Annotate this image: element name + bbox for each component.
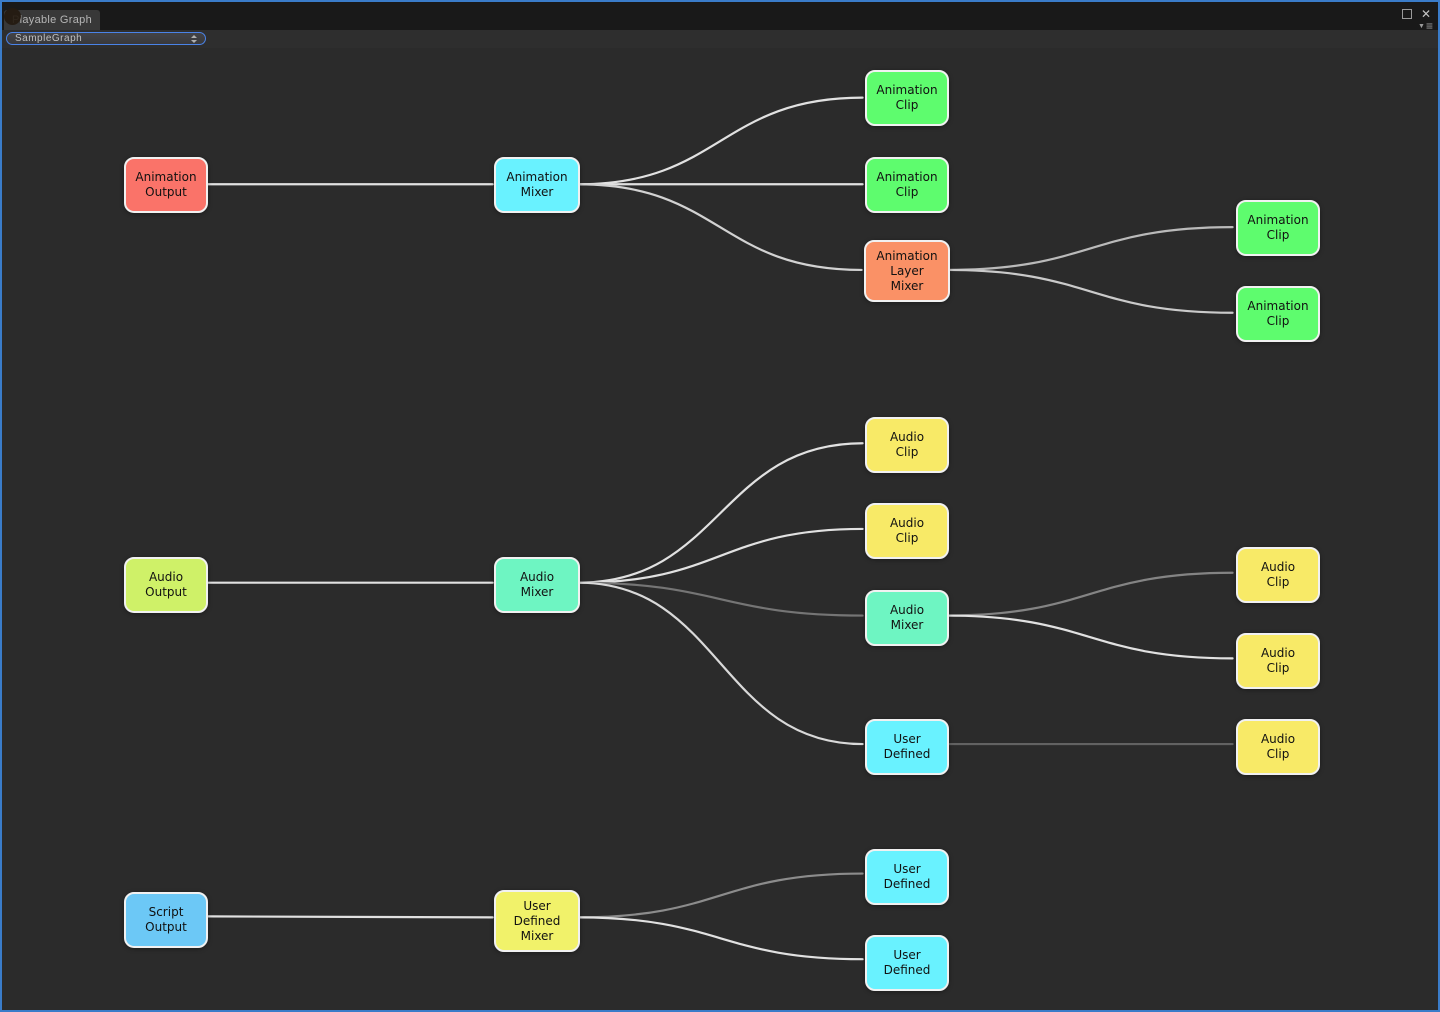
node-label-line: Audio xyxy=(148,570,184,584)
graph-selector-value: SampleGraph xyxy=(15,33,83,44)
edge-animation-layer-mixer-to-animation-clip-3 xyxy=(946,226,1234,272)
edge-animation-mixer-to-animation-clip-1 xyxy=(577,96,864,186)
graph-selector-dropdown[interactable]: SampleGraph xyxy=(6,32,206,45)
node-label-line: Animation xyxy=(1247,299,1309,313)
node-label-line: Output xyxy=(145,585,187,599)
node-label-line: Audio xyxy=(1260,646,1296,660)
edge-audio-mixer-2-to-audio-clip-3 xyxy=(945,571,1234,617)
node-label-line: Mixer xyxy=(520,928,554,943)
edge-user-defined-mixer-to-user-defined-2 xyxy=(577,916,864,961)
node-label-line: Animation xyxy=(506,170,568,184)
node-label-line: Defined xyxy=(883,963,931,977)
edge-audio-mixer-to-user-defined-audio xyxy=(577,581,864,746)
node-label-line: User xyxy=(523,898,551,913)
edge-audio-mixer-to-audio-clip-2 xyxy=(577,527,864,584)
toolbar: SampleGraph xyxy=(2,30,1438,49)
node-label-line: Audio xyxy=(1260,732,1296,746)
node-label-line: Clip xyxy=(1266,575,1290,589)
node-label-line: Animation xyxy=(876,248,938,263)
cursor-artifact xyxy=(4,8,21,25)
maximize-icon[interactable] xyxy=(1401,9,1412,19)
node-label-line: Audio xyxy=(889,603,925,617)
edge-audio-mixer-2-to-audio-clip-4 xyxy=(945,614,1234,660)
window-controls: ✕ xyxy=(1401,7,1431,21)
node-label-line: Audio xyxy=(889,430,925,444)
node-label-line: Defined xyxy=(883,747,931,761)
node-label-line: Mixer xyxy=(520,585,554,599)
node-label-line: Clip xyxy=(895,531,919,545)
close-icon[interactable]: ✕ xyxy=(1420,7,1431,21)
node-label-line: Clip xyxy=(1266,228,1290,242)
menu-arrow-icon: ▼ xyxy=(1418,23,1425,30)
node-label-line: Mixer xyxy=(520,185,554,199)
node-label-line: Animation xyxy=(135,170,197,184)
dropdown-arrows-icon xyxy=(191,34,197,43)
menu-lines-icon: ≡ xyxy=(1425,19,1433,33)
node-label-line: Mixer xyxy=(890,278,924,293)
graph-canvas[interactable] xyxy=(2,48,1438,1010)
node-label-line: Clip xyxy=(895,185,919,199)
edge-animation-mixer-to-animation-layer-mixer xyxy=(577,183,863,272)
node-label-line: Layer xyxy=(890,263,924,278)
node-label-line: Script xyxy=(148,905,184,919)
edge-script-output-to-user-defined-mixer xyxy=(206,915,494,919)
edge-user-defined-mixer-to-user-defined-1 xyxy=(577,872,864,919)
node-label-line: Animation xyxy=(1247,213,1309,227)
node-label-line: Output xyxy=(145,920,187,934)
tab-title: Playable Graph xyxy=(11,14,93,26)
node-label-line: Clip xyxy=(895,445,919,459)
node-label-line: Clip xyxy=(1266,747,1290,761)
node-label-line: Audio xyxy=(889,516,925,530)
node-label-line: Mixer xyxy=(890,618,924,632)
node-label-line: Clip xyxy=(1266,314,1290,328)
node-label-line: Defined xyxy=(883,877,931,891)
node-label-line: Audio xyxy=(519,570,555,584)
node-label-line: User xyxy=(893,862,921,876)
edge-animation-layer-mixer-to-animation-clip-4 xyxy=(946,268,1234,314)
tab-playable-graph[interactable]: Playable Graph xyxy=(4,10,100,30)
node-label-line: Defined xyxy=(513,913,561,928)
node-label-line: Output xyxy=(145,185,187,199)
window-menu-icon[interactable]: ▼≡ xyxy=(1418,20,1433,33)
node-label-line: Clip xyxy=(895,98,919,112)
node-label-line: Animation xyxy=(876,83,938,97)
edge-audio-mixer-to-audio-mixer-2 xyxy=(577,581,864,617)
node-label-line: User xyxy=(893,732,921,746)
edge-audio-mixer-to-audio-clip-1 xyxy=(577,442,864,584)
tab-bar: Playable Graph ✕ ▼≡ xyxy=(2,2,1438,33)
node-label-line: Clip xyxy=(1266,661,1290,675)
node-label-line: Animation xyxy=(876,170,938,184)
node-label-line: Audio xyxy=(1260,560,1296,574)
node-label-line: User xyxy=(893,948,921,962)
